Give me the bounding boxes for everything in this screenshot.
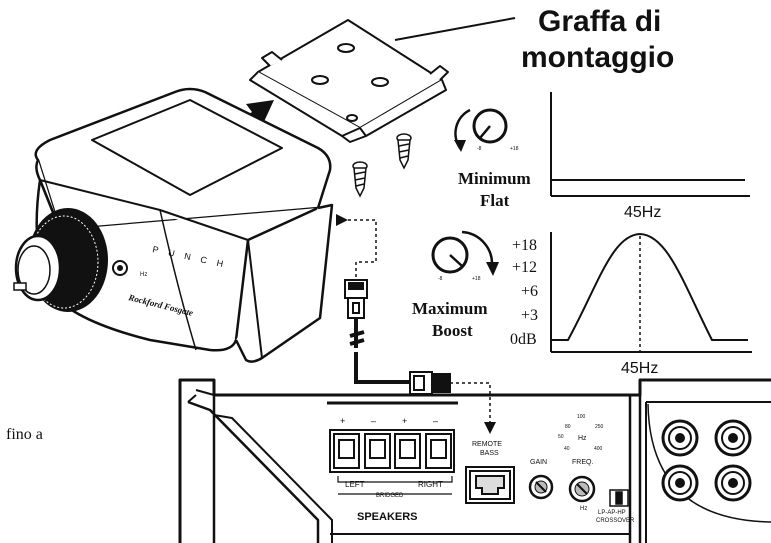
bracket-callout-line bbox=[394, 17, 516, 41]
remote-knob[interactable] bbox=[13, 208, 108, 312]
rca-jack-top-right[interactable] bbox=[714, 419, 752, 457]
terminal-polarity-1: + bbox=[340, 416, 345, 426]
side-text-fragment: fino a bbox=[6, 426, 43, 443]
title-line-2: montaggio bbox=[521, 41, 675, 74]
speaker-right-label: RIGHT bbox=[418, 480, 443, 489]
flat-freq-label: 45Hz bbox=[624, 204, 661, 221]
terminal-polarity-4: – bbox=[433, 416, 438, 426]
gain-label: GAIN bbox=[530, 459, 547, 466]
boost-db-3: +3 bbox=[521, 307, 538, 324]
flat-label-line-1: Minimum bbox=[458, 169, 531, 188]
remote-cable-dashed bbox=[336, 214, 377, 278]
remote-bass-port[interactable] bbox=[465, 466, 515, 504]
flat-knob-min: -8 bbox=[477, 146, 482, 152]
speakers-label: SPEAKERS bbox=[357, 511, 418, 523]
flat-response-panel: -8 +18 Minimum Flat 45Hz bbox=[454, 92, 750, 221]
phone-cable bbox=[349, 318, 410, 384]
speaker-bridged-label: BRIDGED bbox=[376, 493, 404, 499]
mounting-bracket bbox=[249, 19, 449, 143]
screw-left bbox=[352, 161, 368, 198]
terminal-polarity-2: – bbox=[371, 416, 376, 426]
crossover-label-2: CROSSOVER bbox=[596, 518, 635, 524]
boost-response-curve bbox=[552, 232, 748, 341]
remote-bass-label-1: REMOTE bbox=[472, 441, 502, 448]
gain-knob[interactable] bbox=[528, 474, 554, 500]
freq-scale-400: 400 bbox=[594, 446, 603, 452]
freq-scale-100: 100 bbox=[577, 414, 586, 420]
remote-bass-label-2: BASS bbox=[480, 450, 499, 457]
rca-jack-bottom-right[interactable] bbox=[714, 464, 752, 502]
crossover-switch[interactable] bbox=[609, 489, 629, 507]
speaker-terminal-block bbox=[329, 429, 455, 473]
rca-jack-bottom-left[interactable] bbox=[661, 464, 699, 502]
terminal-polarity-3: + bbox=[402, 416, 407, 426]
screw-right bbox=[396, 133, 412, 170]
freq-scale: 100 80 50 Hz 250 40 400 Hz bbox=[558, 414, 604, 512]
boost-db-6: +6 bbox=[521, 283, 538, 300]
freq-scale-50: 50 bbox=[558, 434, 564, 440]
flat-label-line-2: Flat bbox=[480, 191, 510, 210]
freq-scale-hz-bottom: Hz bbox=[580, 506, 587, 512]
rca-jack-top-left[interactable] bbox=[661, 419, 699, 457]
boost-knob-max: +18 bbox=[472, 276, 481, 282]
freq-scale-hz: Hz bbox=[578, 435, 587, 442]
freq-knob[interactable] bbox=[568, 475, 596, 503]
freq-scale-250: 250 bbox=[595, 424, 604, 430]
boost-db-0: 0dB bbox=[510, 331, 537, 348]
boost-db-12: +12 bbox=[512, 259, 537, 276]
cable-plug-upper bbox=[344, 279, 368, 319]
boost-label-line-2: Boost bbox=[432, 321, 473, 340]
boost-freq-label: 45Hz bbox=[621, 360, 658, 377]
boost-knob-rotate-arrow bbox=[461, 230, 494, 267]
amplifier-end-panel bbox=[178, 378, 771, 543]
crossover-label-1: LP-AP-HP bbox=[598, 510, 626, 516]
boost-knob-min: -8 bbox=[438, 276, 443, 282]
remote-hz-label: Hz bbox=[140, 272, 147, 278]
boost-db-18: +18 bbox=[512, 237, 537, 254]
freq-scale-80: 80 bbox=[565, 424, 571, 430]
freq-label: FREQ. bbox=[572, 459, 593, 466]
flat-knob-max: +18 bbox=[510, 146, 519, 152]
boost-response-panel: -8 +18 Maximum Boost +18 +12 +6 +3 0dB 4… bbox=[412, 230, 752, 377]
plug-to-port-dashed bbox=[450, 382, 496, 434]
title-line-1: Graffa di bbox=[538, 5, 662, 38]
speaker-left-label: LEFT bbox=[345, 480, 365, 489]
freq-scale-40: 40 bbox=[564, 446, 570, 452]
cable-plug-lower bbox=[409, 371, 451, 395]
boost-label-line-1: Maximum bbox=[412, 299, 488, 318]
